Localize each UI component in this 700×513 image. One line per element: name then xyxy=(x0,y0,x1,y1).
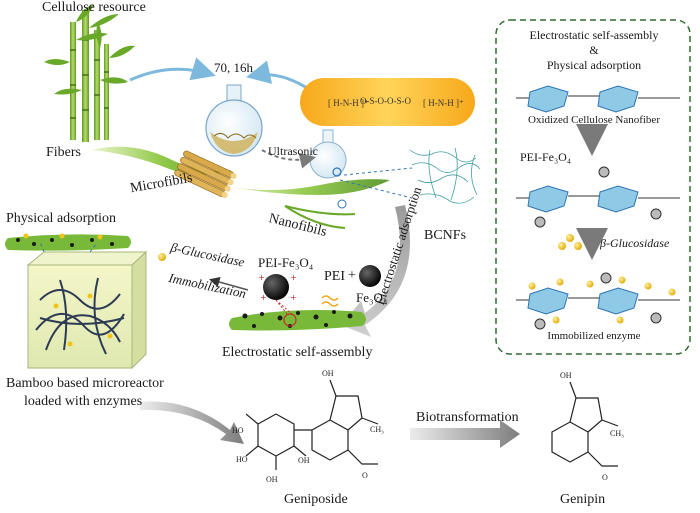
panel-title-line1: Electrostatic self-assembly xyxy=(529,28,659,42)
enzyme-dots-panel xyxy=(558,234,582,250)
svg-text:[ H‑N‑H ]⁺: [ H‑N‑H ]⁺ xyxy=(328,98,369,108)
svg-text:O: O xyxy=(602,473,608,482)
microreactor-arrow xyxy=(140,401,244,444)
geniposide-label: Geniposide xyxy=(284,492,348,507)
mechanism-panel xyxy=(495,19,691,355)
svg-text:O: O xyxy=(362,471,368,480)
fibers-label: Fibers xyxy=(46,145,81,160)
reagent-salt: [ H‑N‑H ]⁺ O‑S‑O‑O‑S‑O [ H‑N‑H ]⁺ xyxy=(300,78,475,126)
particle-zoom-lines xyxy=(275,299,295,317)
panel-beta-glucosidase-label: β-Glucosidase xyxy=(600,236,670,250)
microreactor-cube xyxy=(26,241,148,370)
svg-text:CH₃: CH₃ xyxy=(370,425,384,434)
magnetic-fiber xyxy=(229,310,366,331)
microreactor-label-line2: loaded with enzymes xyxy=(24,394,143,409)
svg-text:OH: OH xyxy=(322,369,334,378)
bamboo-illustration xyxy=(44,4,135,142)
physical-adsorption-label: Physical adsorption xyxy=(6,211,117,226)
genipin-structure xyxy=(551,381,619,467)
pei-fe3o4-particle xyxy=(263,274,289,300)
panel-title-line2: & xyxy=(589,43,599,57)
svg-text:OH: OH xyxy=(266,475,278,484)
fiber-streams xyxy=(92,146,390,229)
microfibril-bundle xyxy=(174,150,237,198)
zoom-line-bcnf xyxy=(343,167,413,176)
ultrasonic-label: Ultrasonic xyxy=(268,144,318,158)
panel-pei-fe3o4-label: PEI-Fe₃O₄ xyxy=(520,150,572,164)
electrostatic-self-assembly-label: Electrostatic self-assembly xyxy=(222,345,373,360)
reaction-condition-label: 70, 16h xyxy=(214,60,253,75)
pei-chain-icon xyxy=(321,295,339,301)
fe3o4-particle xyxy=(359,265,381,287)
svg-text:OH: OH xyxy=(298,456,310,465)
svg-text:HO: HO xyxy=(236,455,248,464)
biotransformation-label: Biotransformation xyxy=(416,410,519,425)
bcnfs-label: BCNFs xyxy=(424,228,467,243)
pei-label: PEI xyxy=(324,269,345,284)
enzyme-dots-chain xyxy=(528,276,676,324)
adsorption-fiber xyxy=(5,233,131,251)
oxidized-cellulose-label: Oxidized Cellulose Nanofiber xyxy=(528,114,660,126)
svg-text:OH: OH xyxy=(560,371,572,380)
plus-sign: + xyxy=(348,268,356,283)
zoom-line-bcnf-2 xyxy=(339,179,413,199)
arrow-from-salt xyxy=(246,60,311,92)
enzyme-icon xyxy=(158,253,166,261)
fe3o4-label: Fe₃O₄ xyxy=(356,290,388,305)
cellulose-resource-label: Cellulose resource xyxy=(42,0,146,15)
genipin-atoms: OH O CH₃ xyxy=(560,371,624,482)
svg-text:HO: HO xyxy=(232,426,244,435)
immobilized-enzyme-label: Immobilized enzyme xyxy=(547,330,641,342)
geniposide-structure xyxy=(245,379,379,470)
panel-title-line3: Physical adsorption xyxy=(546,58,642,72)
cellulose-chain-1 xyxy=(516,85,680,113)
genipin-label: Genipin xyxy=(560,492,606,507)
svg-text:+: + xyxy=(290,273,297,282)
reaction-flask xyxy=(205,84,263,157)
svg-text:+: + xyxy=(260,293,267,302)
svg-text:+: + xyxy=(258,273,265,282)
biotransformation-arrow xyxy=(410,420,520,448)
geniposide-atoms: HO HO OH OH OH O CH₃ xyxy=(232,369,384,484)
pei-fe3o4-label: PEI-Fe₃O₄ xyxy=(258,255,314,270)
svg-text:+: + xyxy=(290,293,297,302)
cellulose-chain-2 xyxy=(516,166,680,228)
bcnf-network xyxy=(409,147,481,204)
svg-text:[ H‑N‑H ]⁺: [ H‑N‑H ]⁺ xyxy=(423,98,464,108)
microreactor-label-line1: Bamboo based microreactor xyxy=(6,376,164,391)
svg-text:CH₃: CH₃ xyxy=(610,429,624,438)
svg-text:O‑S‑O‑O‑S‑O: O‑S‑O‑O‑S‑O xyxy=(360,96,411,106)
immobilization-arrow xyxy=(209,276,249,291)
arrow-to-flask xyxy=(129,57,216,82)
cellulose-chain-3 xyxy=(516,272,680,330)
